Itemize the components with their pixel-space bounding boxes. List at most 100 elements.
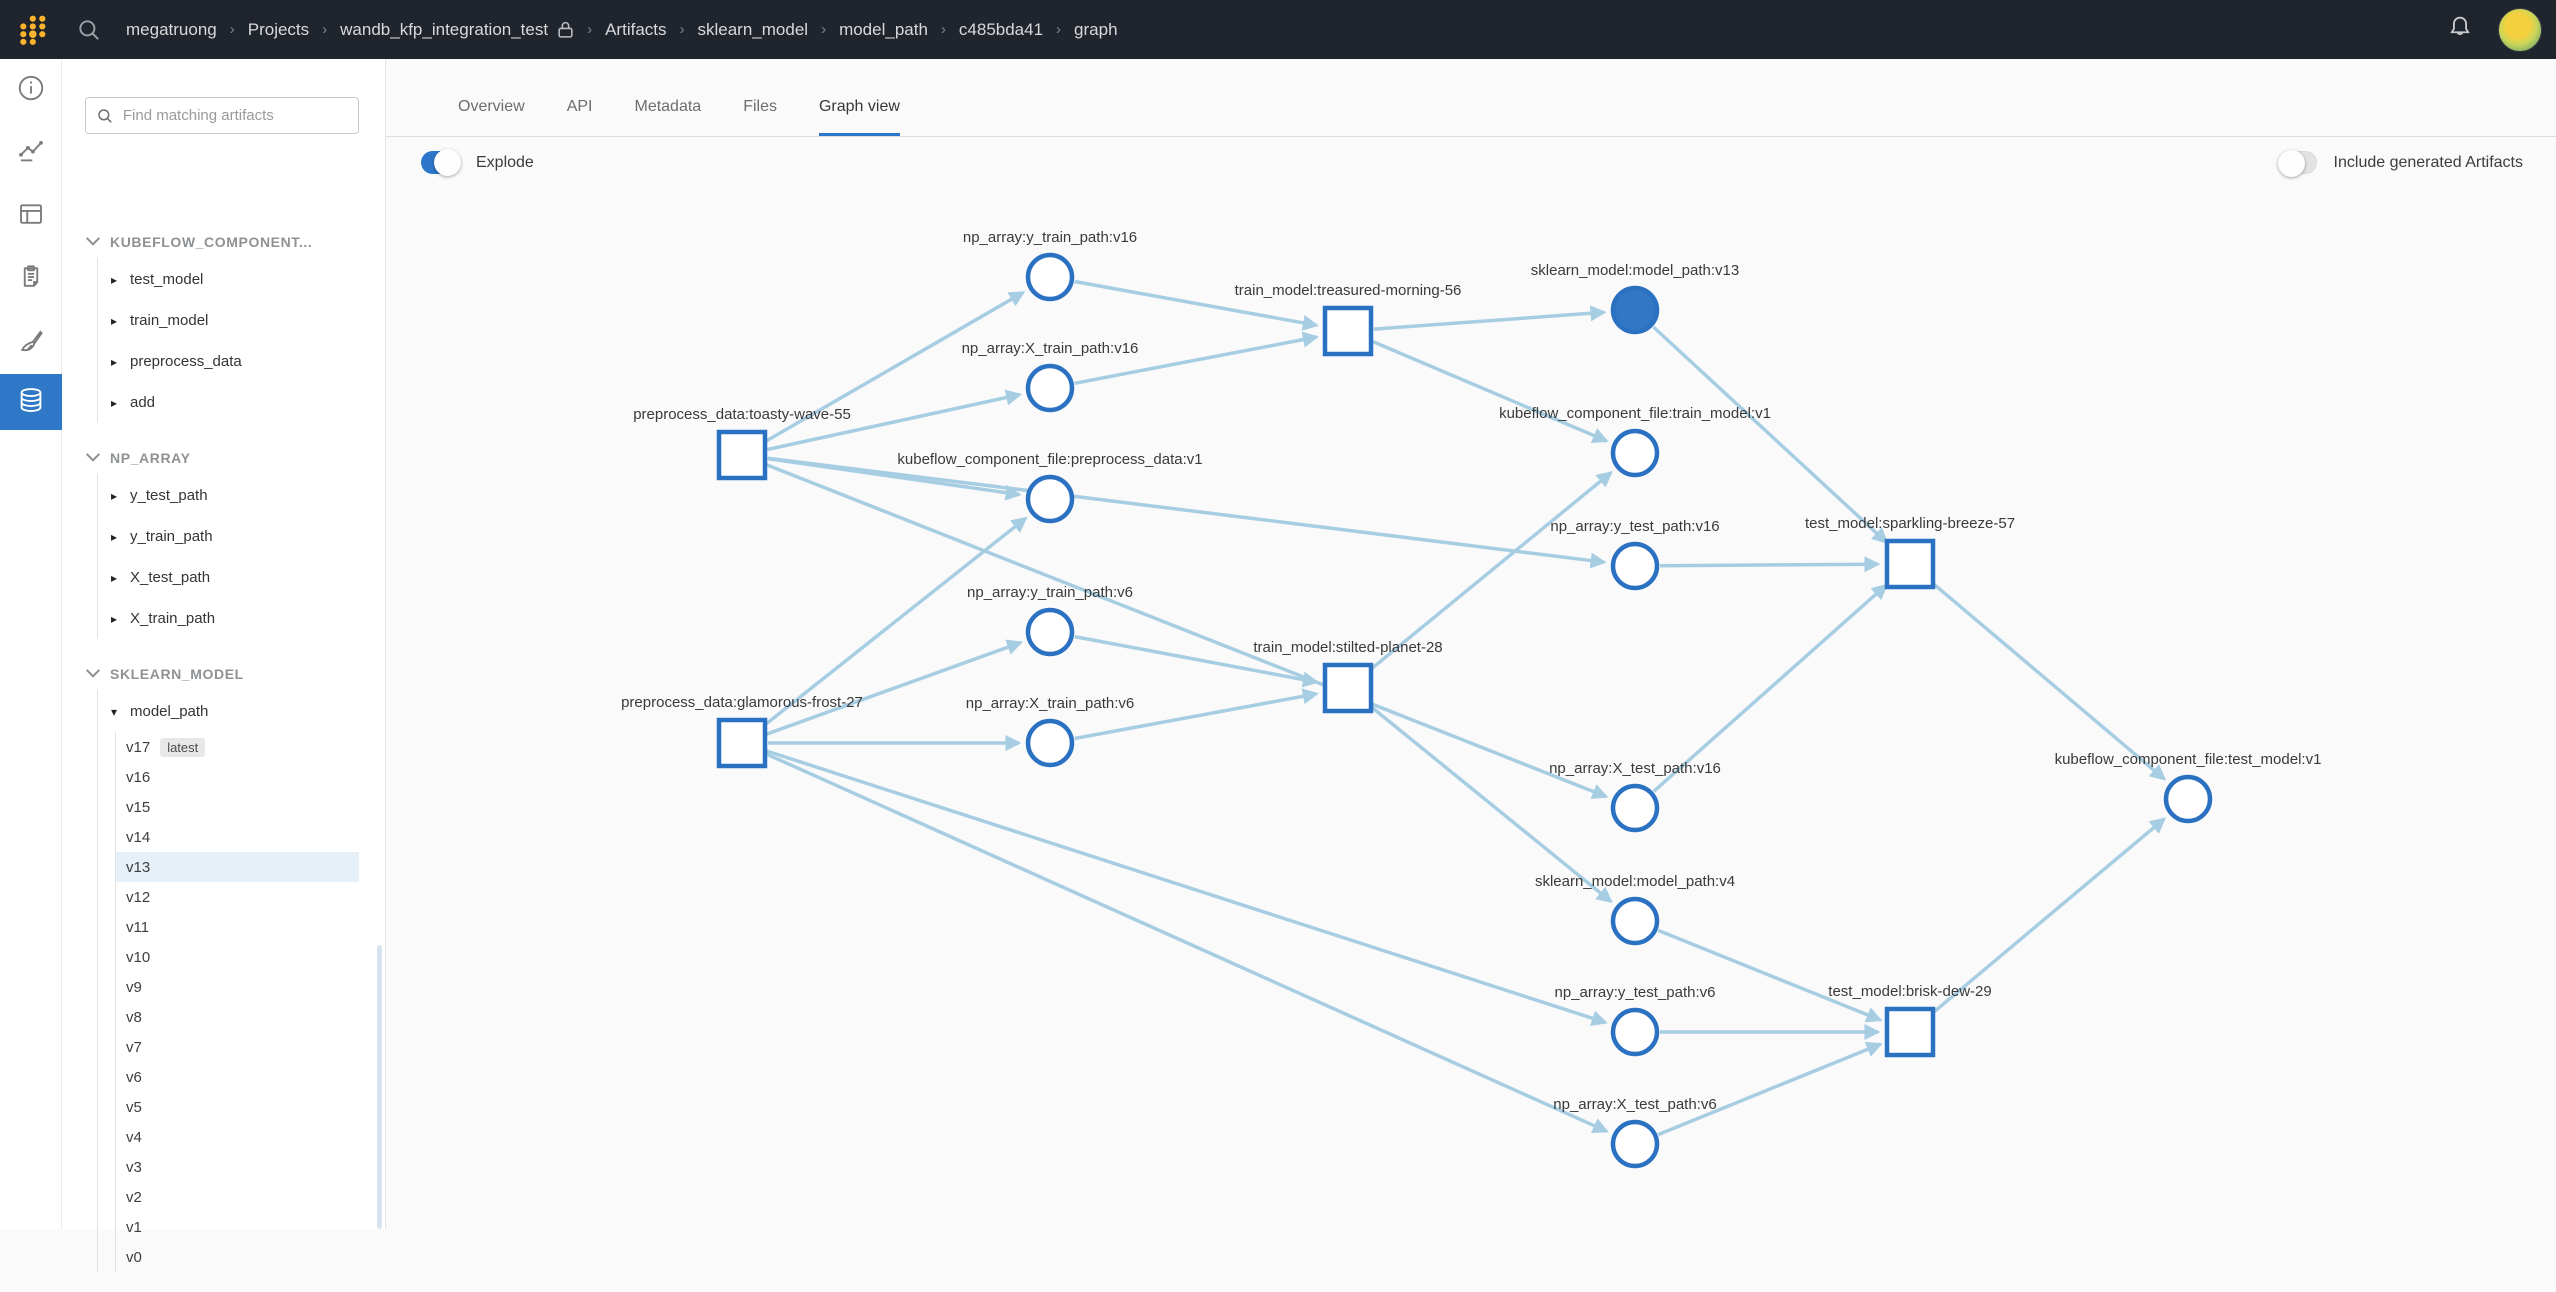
artifact-tree: KUBEFLOW_COMPONENT...▸test_model▸train_m…	[62, 227, 386, 1292]
rail-item-reports[interactable]	[0, 248, 62, 311]
version-row-v11[interactable]: v11	[116, 912, 359, 942]
rail-item-tables[interactable]	[0, 185, 62, 248]
breadcrumb-item[interactable]: graph	[1074, 19, 1118, 39]
graph-node-model4[interactable]	[1610, 896, 1660, 946]
tree-section-header[interactable]: SKLEARN_MODEL	[62, 659, 386, 689]
graph-node-preproc_file[interactable]	[1025, 474, 1075, 524]
tree-item-model_path[interactable]: ▾model_path	[98, 691, 386, 732]
graph-edge-glamorous-preproc_file	[761, 516, 1028, 729]
breadcrumb-item[interactable]: wandb_kfp_integration_test	[340, 19, 549, 39]
tree-section: KUBEFLOW_COMPONENT...▸test_model▸train_m…	[62, 227, 386, 423]
rail-item-sweeps[interactable]	[0, 311, 62, 374]
version-row-v1[interactable]: v1	[116, 1212, 359, 1242]
tree-item-y_test_path[interactable]: ▸y_test_path	[98, 475, 386, 516]
graph-node-model13[interactable]	[1610, 285, 1660, 335]
graph-node-brisk[interactable]	[1884, 1006, 1936, 1058]
tree-item-X_train_path[interactable]: ▸X_train_path	[98, 598, 386, 639]
version-row-v3[interactable]: v3	[116, 1152, 359, 1182]
graph-node-stilted[interactable]	[1322, 662, 1374, 714]
version-row-v4[interactable]: v4	[116, 1122, 359, 1152]
wandb-logo-icon[interactable]	[14, 11, 54, 49]
version-label: v17	[126, 738, 151, 756]
tree-item-y_train_path[interactable]: ▸y_train_path	[98, 516, 386, 557]
tab-metadata[interactable]: Metadata	[634, 98, 702, 115]
graph-node-y_train6[interactable]	[1025, 607, 1075, 657]
rail-item-charts[interactable]	[0, 122, 62, 185]
graph-node-label-stilted: train_model:stilted-planet-28	[1253, 639, 1442, 656]
artifact-search-box[interactable]	[85, 97, 359, 134]
include-generated-control: Include generated Artifacts	[2277, 150, 2523, 177]
tree-item-label: X_test_path	[130, 569, 211, 586]
version-row-v16[interactable]: v16	[116, 762, 359, 792]
tab-files[interactable]: Files	[743, 98, 777, 115]
tree-section-header[interactable]: KUBEFLOW_COMPONENT...	[62, 227, 386, 257]
graph-node-X_test6[interactable]	[1610, 1119, 1660, 1169]
tree-item-X_test_path[interactable]: ▸X_test_path	[98, 557, 386, 598]
tree-item-train_model[interactable]: ▸train_model	[98, 300, 386, 341]
tab-overview[interactable]: Overview	[458, 98, 525, 115]
tree-item-test_model[interactable]: ▸test_model	[98, 259, 386, 300]
version-row-v6[interactable]: v6	[116, 1062, 359, 1092]
tree-item-label: y_test_path	[130, 487, 208, 504]
breadcrumb-item[interactable]: model_path	[839, 19, 928, 39]
bell-icon[interactable]	[2446, 13, 2474, 46]
panel-scrollbar[interactable]	[377, 945, 382, 1229]
tree-item-add[interactable]: ▸add	[98, 382, 386, 423]
graph-edge-treasured-train_file	[1371, 339, 1609, 443]
version-row-v14[interactable]: v14	[116, 822, 359, 852]
graph-node-y_test6[interactable]	[1610, 1007, 1660, 1057]
tree-section: NP_ARRAY▸y_test_path▸y_train_path▸X_test…	[62, 443, 386, 639]
include-generated-toggle[interactable]	[2277, 150, 2317, 177]
graph-node-treasured[interactable]	[1322, 305, 1374, 357]
graph-node-X_train6[interactable]	[1025, 718, 1075, 768]
graph-node-label-y_test6: np_array:y_test_path:v6	[1555, 984, 1716, 1001]
breadcrumb-item[interactable]: sklearn_model	[697, 19, 809, 39]
graph-node-glamorous[interactable]	[716, 717, 768, 769]
graph-node-train_file[interactable]	[1610, 428, 1660, 478]
version-row-v5[interactable]: v5	[116, 1092, 359, 1122]
graph-node-label-model4: sklearn_model:model_path:v4	[1535, 873, 1735, 890]
breadcrumb-item[interactable]: Projects	[247, 19, 310, 39]
artifact-search-input[interactable]	[122, 107, 348, 124]
version-row-v13[interactable]: v13	[116, 852, 359, 882]
tab-api[interactable]: API	[566, 98, 593, 115]
version-row-v0[interactable]: v0	[116, 1242, 359, 1272]
version-label: v4	[126, 1128, 142, 1146]
graph-node-X_train16[interactable]	[1025, 363, 1075, 413]
version-row-v12[interactable]: v12	[116, 882, 359, 912]
breadcrumb-item[interactable]: c485bda41	[958, 19, 1044, 39]
graph-node-sparkling[interactable]	[1884, 538, 1936, 590]
avatar[interactable]	[2498, 7, 2542, 52]
breadcrumb-item[interactable]: Artifacts	[605, 19, 667, 39]
graph-node-toasty[interactable]	[716, 429, 768, 481]
graph-node-test_file[interactable]	[2163, 774, 2213, 824]
graph-node-X_test16[interactable]	[1610, 783, 1660, 833]
triangle-right-icon: ▸	[111, 611, 118, 626]
tree-item-preprocess_data[interactable]: ▸preprocess_data	[98, 341, 386, 382]
tree-item-label: model_path	[130, 703, 209, 720]
breadcrumb-item[interactable]: megatruong	[126, 19, 217, 39]
tree-section-header[interactable]: NP_ARRAY	[62, 443, 386, 473]
version-row-v8[interactable]: v8	[116, 1002, 359, 1032]
graph-node-y_test16[interactable]	[1610, 541, 1660, 591]
graph-node-y_train16[interactable]	[1025, 252, 1075, 302]
version-row-v15[interactable]: v15	[116, 792, 359, 822]
version-row-v2[interactable]: v2	[116, 1182, 359, 1212]
tree-item-label: test_model	[130, 271, 204, 288]
search-icon[interactable]	[76, 17, 102, 43]
triangle-right-icon: ▸	[111, 354, 118, 369]
tab-graph-view[interactable]: Graph view	[818, 98, 900, 136]
graph-edge-X_train6-stilted	[1074, 688, 1319, 741]
version-row-v7[interactable]: v7	[116, 1032, 359, 1062]
version-row-v9[interactable]: v9	[116, 972, 359, 1002]
explode-toggle[interactable]	[421, 149, 461, 176]
version-row-v10[interactable]: v10	[116, 942, 359, 972]
rail-item-artifacts[interactable]	[0, 374, 62, 430]
graph-edge-stilted-train_file	[1366, 471, 1613, 673]
search-icon	[98, 108, 112, 123]
version-label: v11	[126, 918, 150, 936]
rail-item-info[interactable]	[0, 59, 62, 122]
explode-label: Explode	[476, 153, 534, 171]
